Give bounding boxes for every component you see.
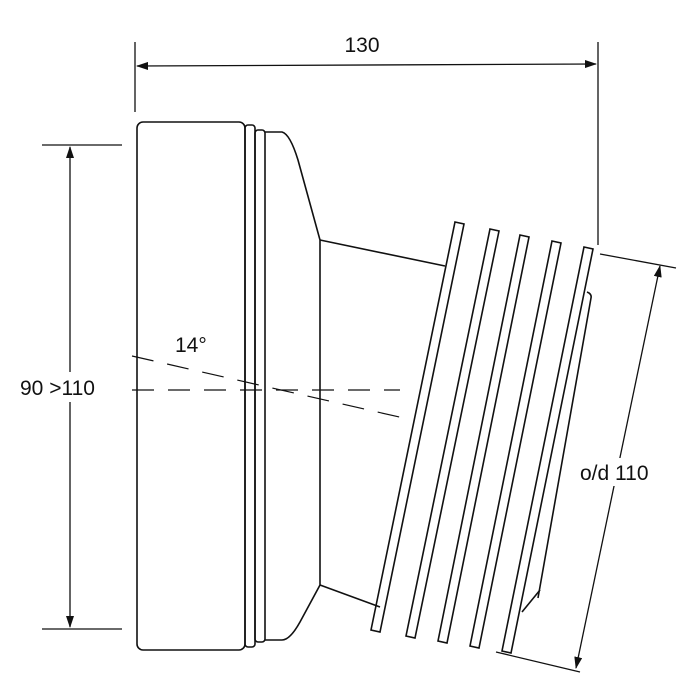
length-dimension: 130 bbox=[134, 34, 599, 245]
centre-lines: 14° bbox=[131, 334, 409, 420]
angle-label: 14° bbox=[175, 334, 207, 357]
outlet-diameter-label: o/d 110 bbox=[580, 462, 649, 485]
sealing-fins bbox=[370, 221, 594, 654]
connector-body bbox=[136, 121, 592, 651]
outlet-diameter-dimension: o/d 110 bbox=[495, 253, 677, 673]
inlet-diameter-label: 90 >110 bbox=[20, 377, 95, 400]
length-label: 130 bbox=[344, 34, 379, 57]
inlet-diameter-dimension: 90 >110 bbox=[18, 144, 122, 630]
